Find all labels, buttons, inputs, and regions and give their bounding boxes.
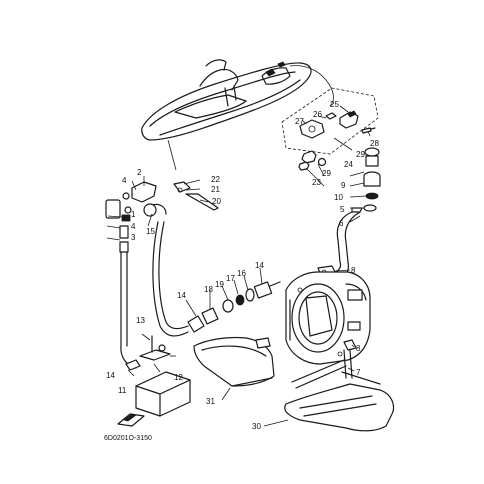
callout-11: 11 <box>118 386 127 395</box>
callout-17: 17 <box>226 274 235 283</box>
bilge-strainer-box <box>120 335 191 417</box>
callout-20: 20 <box>212 197 221 206</box>
callout-13: 13 <box>136 316 145 325</box>
speed-sensor-subassembly <box>281 87 379 171</box>
jet-pump-housing <box>285 271 371 389</box>
cover-plate <box>193 336 275 387</box>
callout-16: 16 <box>237 269 246 278</box>
callout-21: 21 <box>211 185 220 194</box>
callout-28: 28 <box>370 139 379 148</box>
callout-7: 7 <box>356 368 361 377</box>
callout-8: 8 <box>351 266 356 275</box>
callout-4: 4 <box>122 176 127 185</box>
ride-plate <box>284 371 395 432</box>
callout-14: 14 <box>177 291 186 300</box>
hose-clip-part <box>117 413 145 427</box>
drawing-code: 6D0201O-3150 <box>104 435 152 442</box>
bilge-hose-assembly <box>105 181 219 347</box>
watercraft-hull <box>141 59 334 171</box>
leader-lines <box>106 105 371 427</box>
callout-31: 31 <box>206 397 215 406</box>
callout-24: 24 <box>344 160 353 169</box>
callout-25: 25 <box>330 100 339 109</box>
callout-4: 4 <box>131 222 136 231</box>
callout-9: 9 <box>341 181 346 190</box>
callout-18: 18 <box>204 285 213 294</box>
callout-8: 8 <box>356 344 361 353</box>
callout-26: 26 <box>313 110 322 119</box>
callout-12: 12 <box>174 373 183 382</box>
callout-15: 15 <box>146 227 155 236</box>
callout-3: 3 <box>131 233 136 242</box>
callout-30: 30 <box>252 422 261 431</box>
callout-2: 2 <box>137 168 142 177</box>
callout-10: 10 <box>334 193 343 202</box>
callout-5: 5 <box>340 205 345 214</box>
callout-19: 19 <box>215 280 224 289</box>
callout-27: 27 <box>295 117 304 126</box>
inline-fitting-parts <box>187 281 281 333</box>
callout-29: 29 <box>322 169 331 178</box>
callout-14: 14 <box>106 371 115 380</box>
callout-labels: 1 2 3 4 4 5 6 7 8 8 9 10 11 12 13 14 14 … <box>106 100 379 431</box>
callout-1: 1 <box>131 210 136 219</box>
callout-22: 22 <box>211 175 220 184</box>
callout-23: 23 <box>312 178 321 187</box>
callout-6: 6 <box>339 219 344 228</box>
callout-29: 29 <box>356 150 365 159</box>
callout-14: 14 <box>255 261 264 270</box>
